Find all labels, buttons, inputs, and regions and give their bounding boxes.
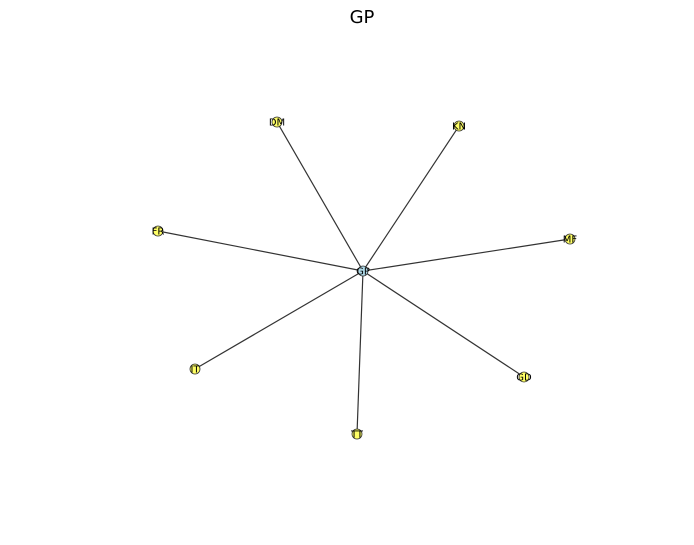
edge-gp-fr (157, 230, 364, 272)
leaf-node-circle (152, 225, 164, 237)
leaf-node-label: GD (516, 373, 532, 384)
leaf-node-it2[interactable]: TT (350, 428, 364, 441)
edge-gp-gd (362, 270, 525, 378)
center-node-label: GP (356, 267, 370, 278)
leaf-node-circle (453, 120, 465, 132)
leaf-node-gd[interactable]: GD (516, 371, 532, 384)
leaf-node-circle (518, 371, 530, 383)
leaf-node-dm[interactable]: DM (269, 116, 285, 129)
edge-gp-mf (362, 238, 571, 272)
leaf-node-label: IT (190, 365, 200, 376)
leaf-node-label: DM (269, 118, 285, 129)
leaf-node-fr[interactable]: FR (152, 225, 165, 238)
leaf-node-circle (189, 363, 201, 375)
leaf-node-circle (351, 428, 363, 440)
leaf-node-circle (564, 233, 576, 245)
leaf-node-it1[interactable]: IT (189, 363, 201, 376)
edge-gp-it1 (194, 270, 364, 370)
graph-title: GP (349, 7, 375, 28)
leaf-node-kn[interactable]: KN (452, 120, 466, 133)
nodes-layer: DM KN FR MF IT GD TT GP (152, 116, 578, 441)
center-node[interactable]: GP (356, 265, 370, 278)
leaf-node-label: FR (152, 227, 165, 238)
edge-gp-it2 (356, 270, 364, 435)
edge-gp-dm (276, 121, 364, 272)
leaf-node-mf[interactable]: MF (563, 233, 578, 246)
leaf-node-circle (271, 116, 283, 128)
leaf-node-label: TT (350, 430, 364, 441)
edge-gp-kn (362, 125, 460, 272)
leaf-node-label: MF (563, 235, 578, 246)
edges-layer (157, 121, 571, 435)
center-node-circle (357, 265, 369, 277)
leaf-node-label: KN (452, 122, 466, 133)
